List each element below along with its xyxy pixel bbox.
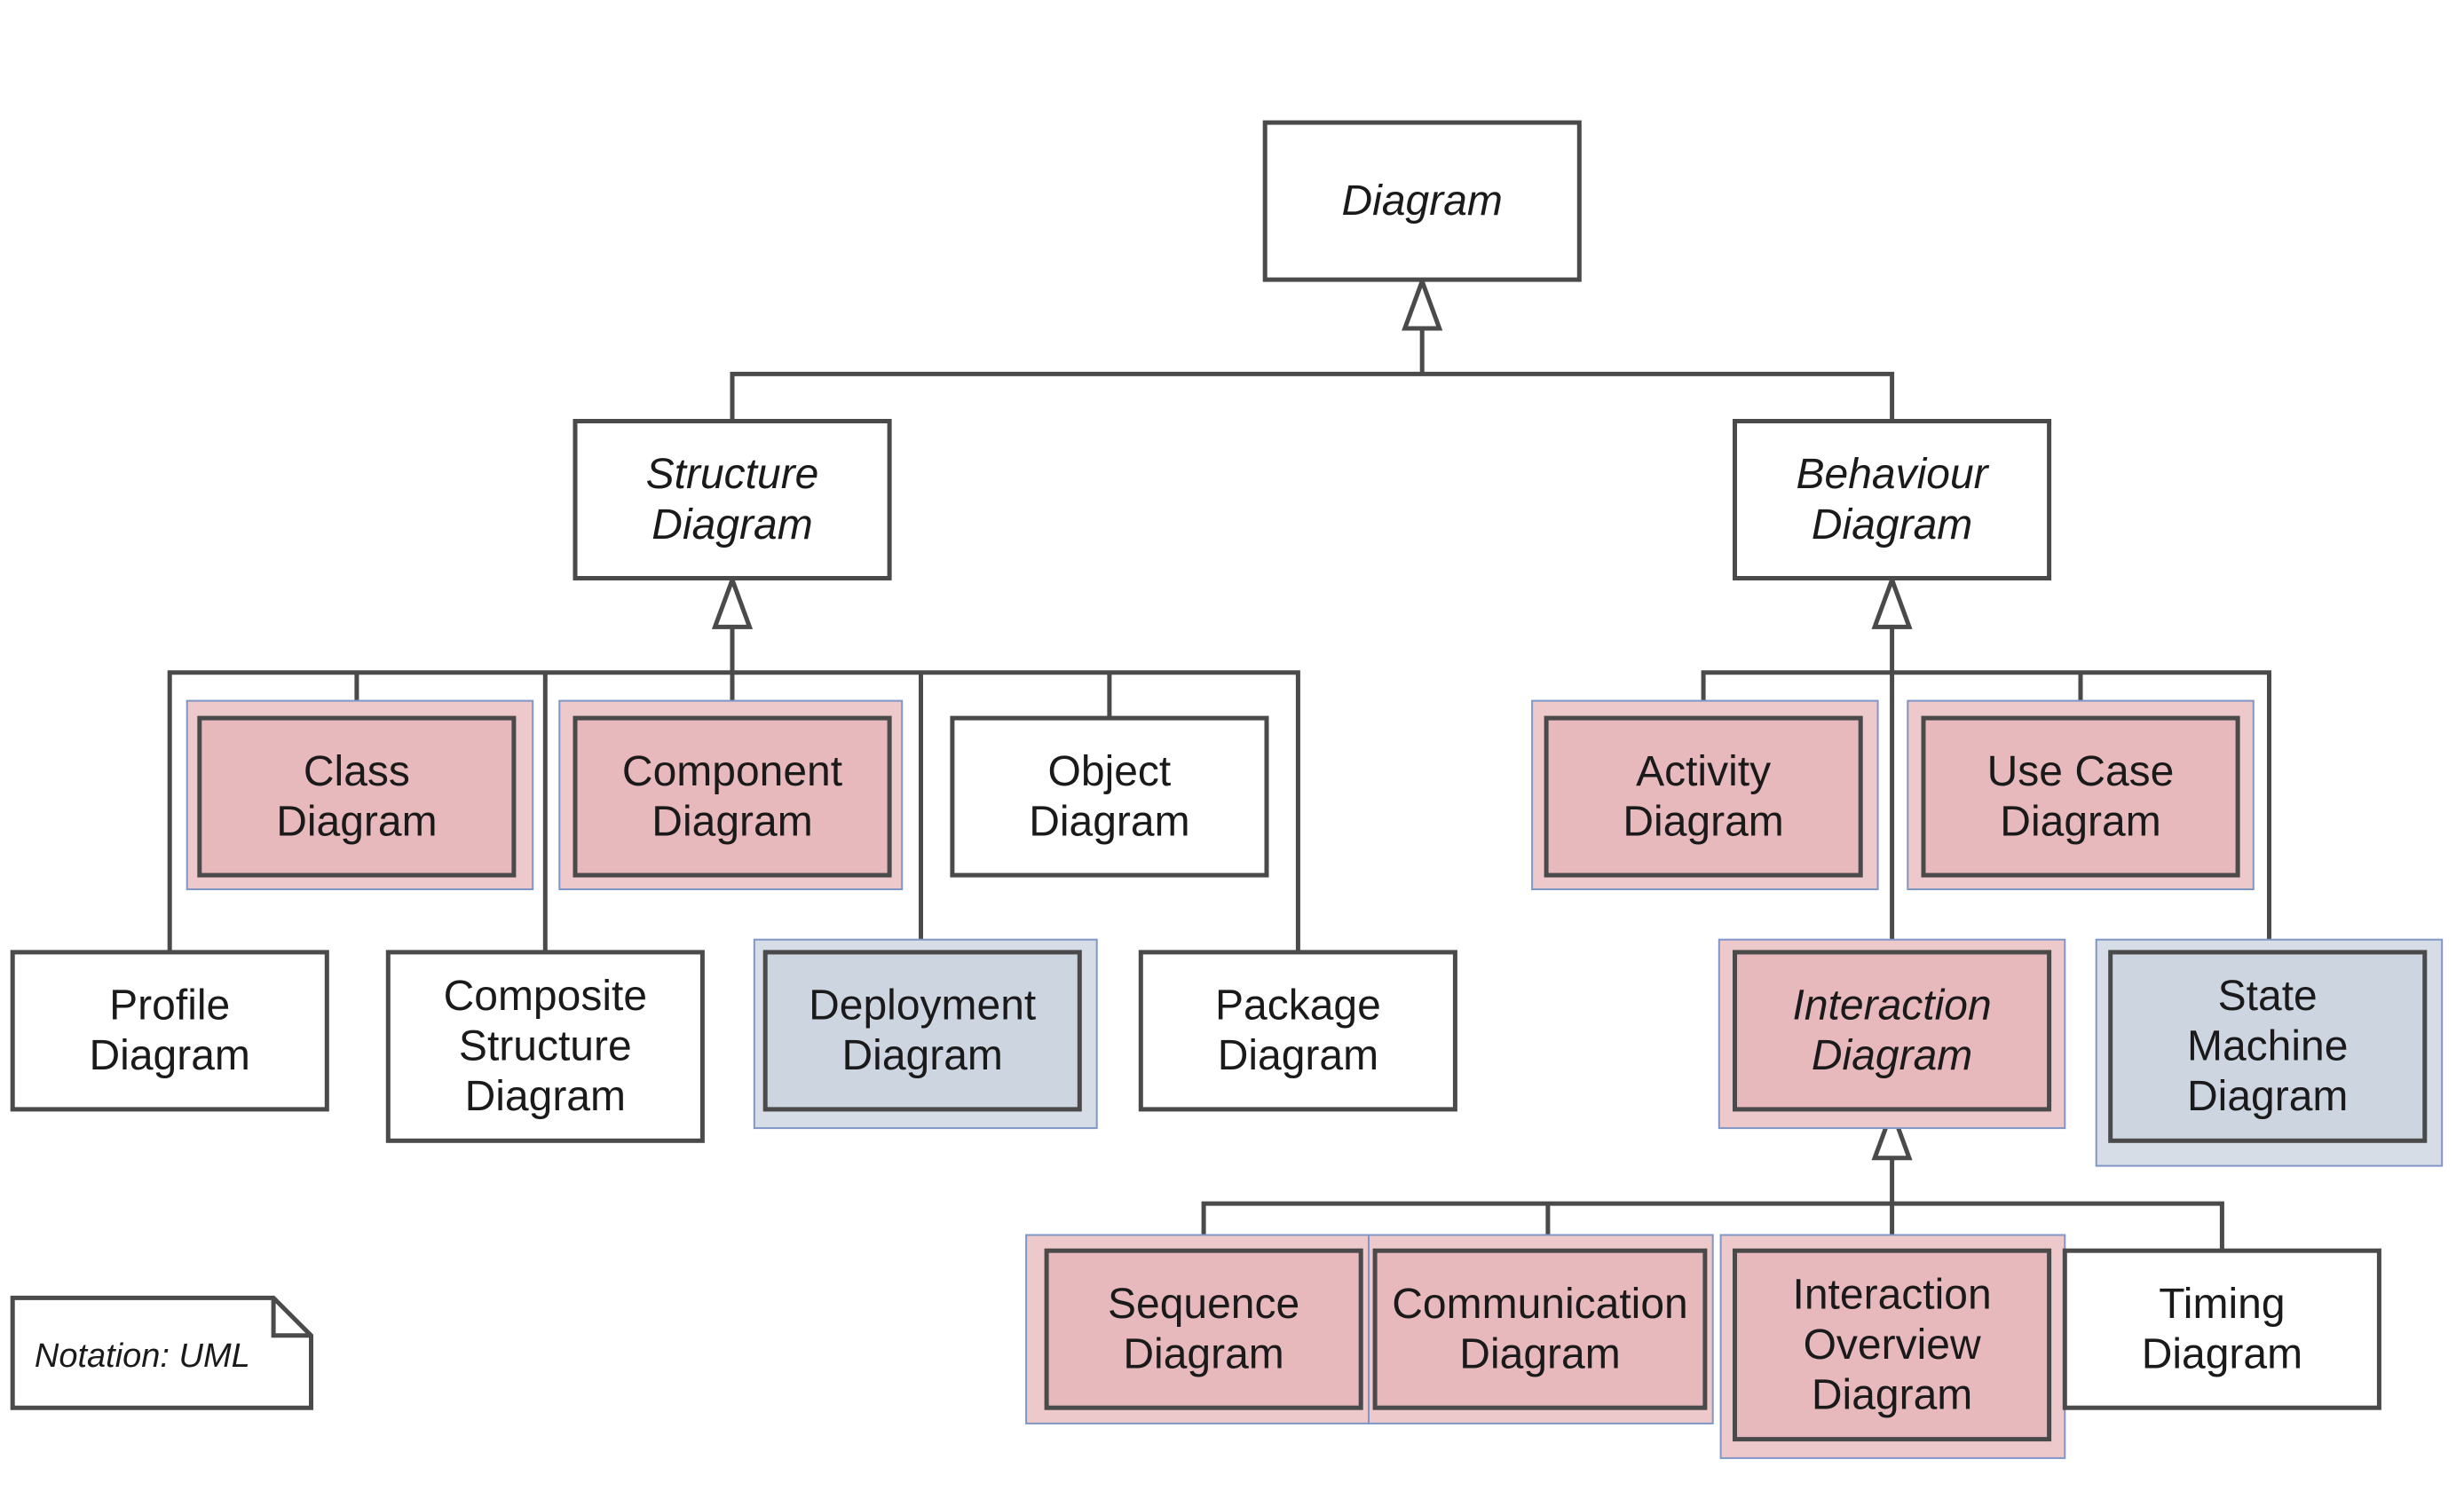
deployment-box xyxy=(762,950,1082,1112)
generalization-arrow-diagram xyxy=(1402,274,1443,331)
statemachine-label-line: Diagram xyxy=(2187,1073,2348,1120)
statemachine-box xyxy=(2108,950,2428,1143)
structure-label-line: Diagram xyxy=(652,501,812,548)
composite-box xyxy=(385,950,705,1143)
communication-label-line: Diagram xyxy=(1459,1331,1620,1378)
note-shape xyxy=(10,1295,313,1410)
generalization-arrow-interaction xyxy=(1871,1104,1913,1161)
interaction-label-line: Interaction xyxy=(1793,982,1992,1030)
overview-label-line: Overview xyxy=(1804,1322,1981,1369)
communication-label-line: Communication xyxy=(1392,1281,1687,1328)
usecase-box xyxy=(1921,715,2240,878)
package-box xyxy=(1138,950,1457,1112)
component-label-line: Component xyxy=(622,748,842,795)
class-label-line: Class xyxy=(304,748,410,795)
profile-label-line: Profile xyxy=(109,982,230,1030)
activity-label-line: Activity xyxy=(1636,748,1771,795)
deployment-label-line: Diagram xyxy=(842,1032,1003,1079)
behaviour-label-line: Diagram xyxy=(1812,501,1972,548)
component-label-line: Diagram xyxy=(652,798,812,845)
diagram-box xyxy=(1262,120,1582,282)
statemachine-label-line: State xyxy=(2218,973,2318,1020)
package-label-line: Diagram xyxy=(1218,1032,1378,1079)
object-label-line: Object xyxy=(1048,748,1172,795)
link-behaviour-bus xyxy=(1701,670,2271,952)
profile-box xyxy=(10,950,329,1112)
structure-label-line: Structure xyxy=(646,451,819,498)
communication-box xyxy=(1372,1248,1708,1410)
timing-box xyxy=(2062,1248,2381,1410)
notation-note: Notation: UML xyxy=(10,1295,313,1410)
overview-box xyxy=(1733,1248,2052,1442)
sequence-label-line: Diagram xyxy=(1123,1331,1283,1378)
interaction-box xyxy=(1733,950,2052,1112)
overview-label-line: Diagram xyxy=(1812,1372,1972,1419)
composite-label-line: Structure xyxy=(459,1023,632,1070)
behaviour-box xyxy=(1733,419,2052,580)
sequence-label-line: Sequence xyxy=(1108,1281,1299,1328)
generalization-arrow-behaviour xyxy=(1871,573,1913,629)
sequence-box xyxy=(1044,1248,1363,1410)
activity-box xyxy=(1544,715,1863,878)
timing-label-line: Timing xyxy=(2159,1281,2285,1328)
note-text: Notation: UML xyxy=(35,1337,250,1375)
class-label-line: Diagram xyxy=(276,798,437,845)
statemachine-label-line: Machine xyxy=(2187,1023,2348,1070)
deployment-label-line: Deployment xyxy=(809,982,1036,1030)
usecase-label-line: Use Case xyxy=(1987,748,2175,795)
usecase-label-line: Diagram xyxy=(2000,798,2160,845)
diagram-nodes: DiagramStructureDiagramBehaviourDiagramC… xyxy=(10,120,2444,1459)
structure-box xyxy=(573,419,892,580)
component-box xyxy=(573,715,892,878)
timing-label-line: Diagram xyxy=(2142,1331,2302,1378)
composite-label-line: Diagram xyxy=(465,1073,626,1120)
profile-label-line: Diagram xyxy=(90,1032,250,1079)
note-fold xyxy=(271,1298,312,1338)
generalization-arrow-structure xyxy=(711,573,754,629)
diagram-diagram-node: Diagram xyxy=(1262,120,1582,282)
object-label-line: Diagram xyxy=(1029,798,1189,845)
composite-label-line: Composite xyxy=(444,973,647,1020)
package-label-line: Package xyxy=(1215,982,1381,1030)
object-box xyxy=(950,715,1269,878)
link-diagram-bus xyxy=(730,371,1895,422)
behaviour-label-line: Behaviour xyxy=(1797,451,1990,498)
link-interaction-bus xyxy=(1201,1201,2224,1251)
interaction-label-line: Diagram xyxy=(1812,1032,1972,1079)
activity-label-line: Diagram xyxy=(1623,798,1783,845)
overview-label-line: Interaction xyxy=(1793,1271,1992,1318)
diagram-label-line: Diagram xyxy=(1342,178,1503,225)
class-box xyxy=(197,715,517,878)
